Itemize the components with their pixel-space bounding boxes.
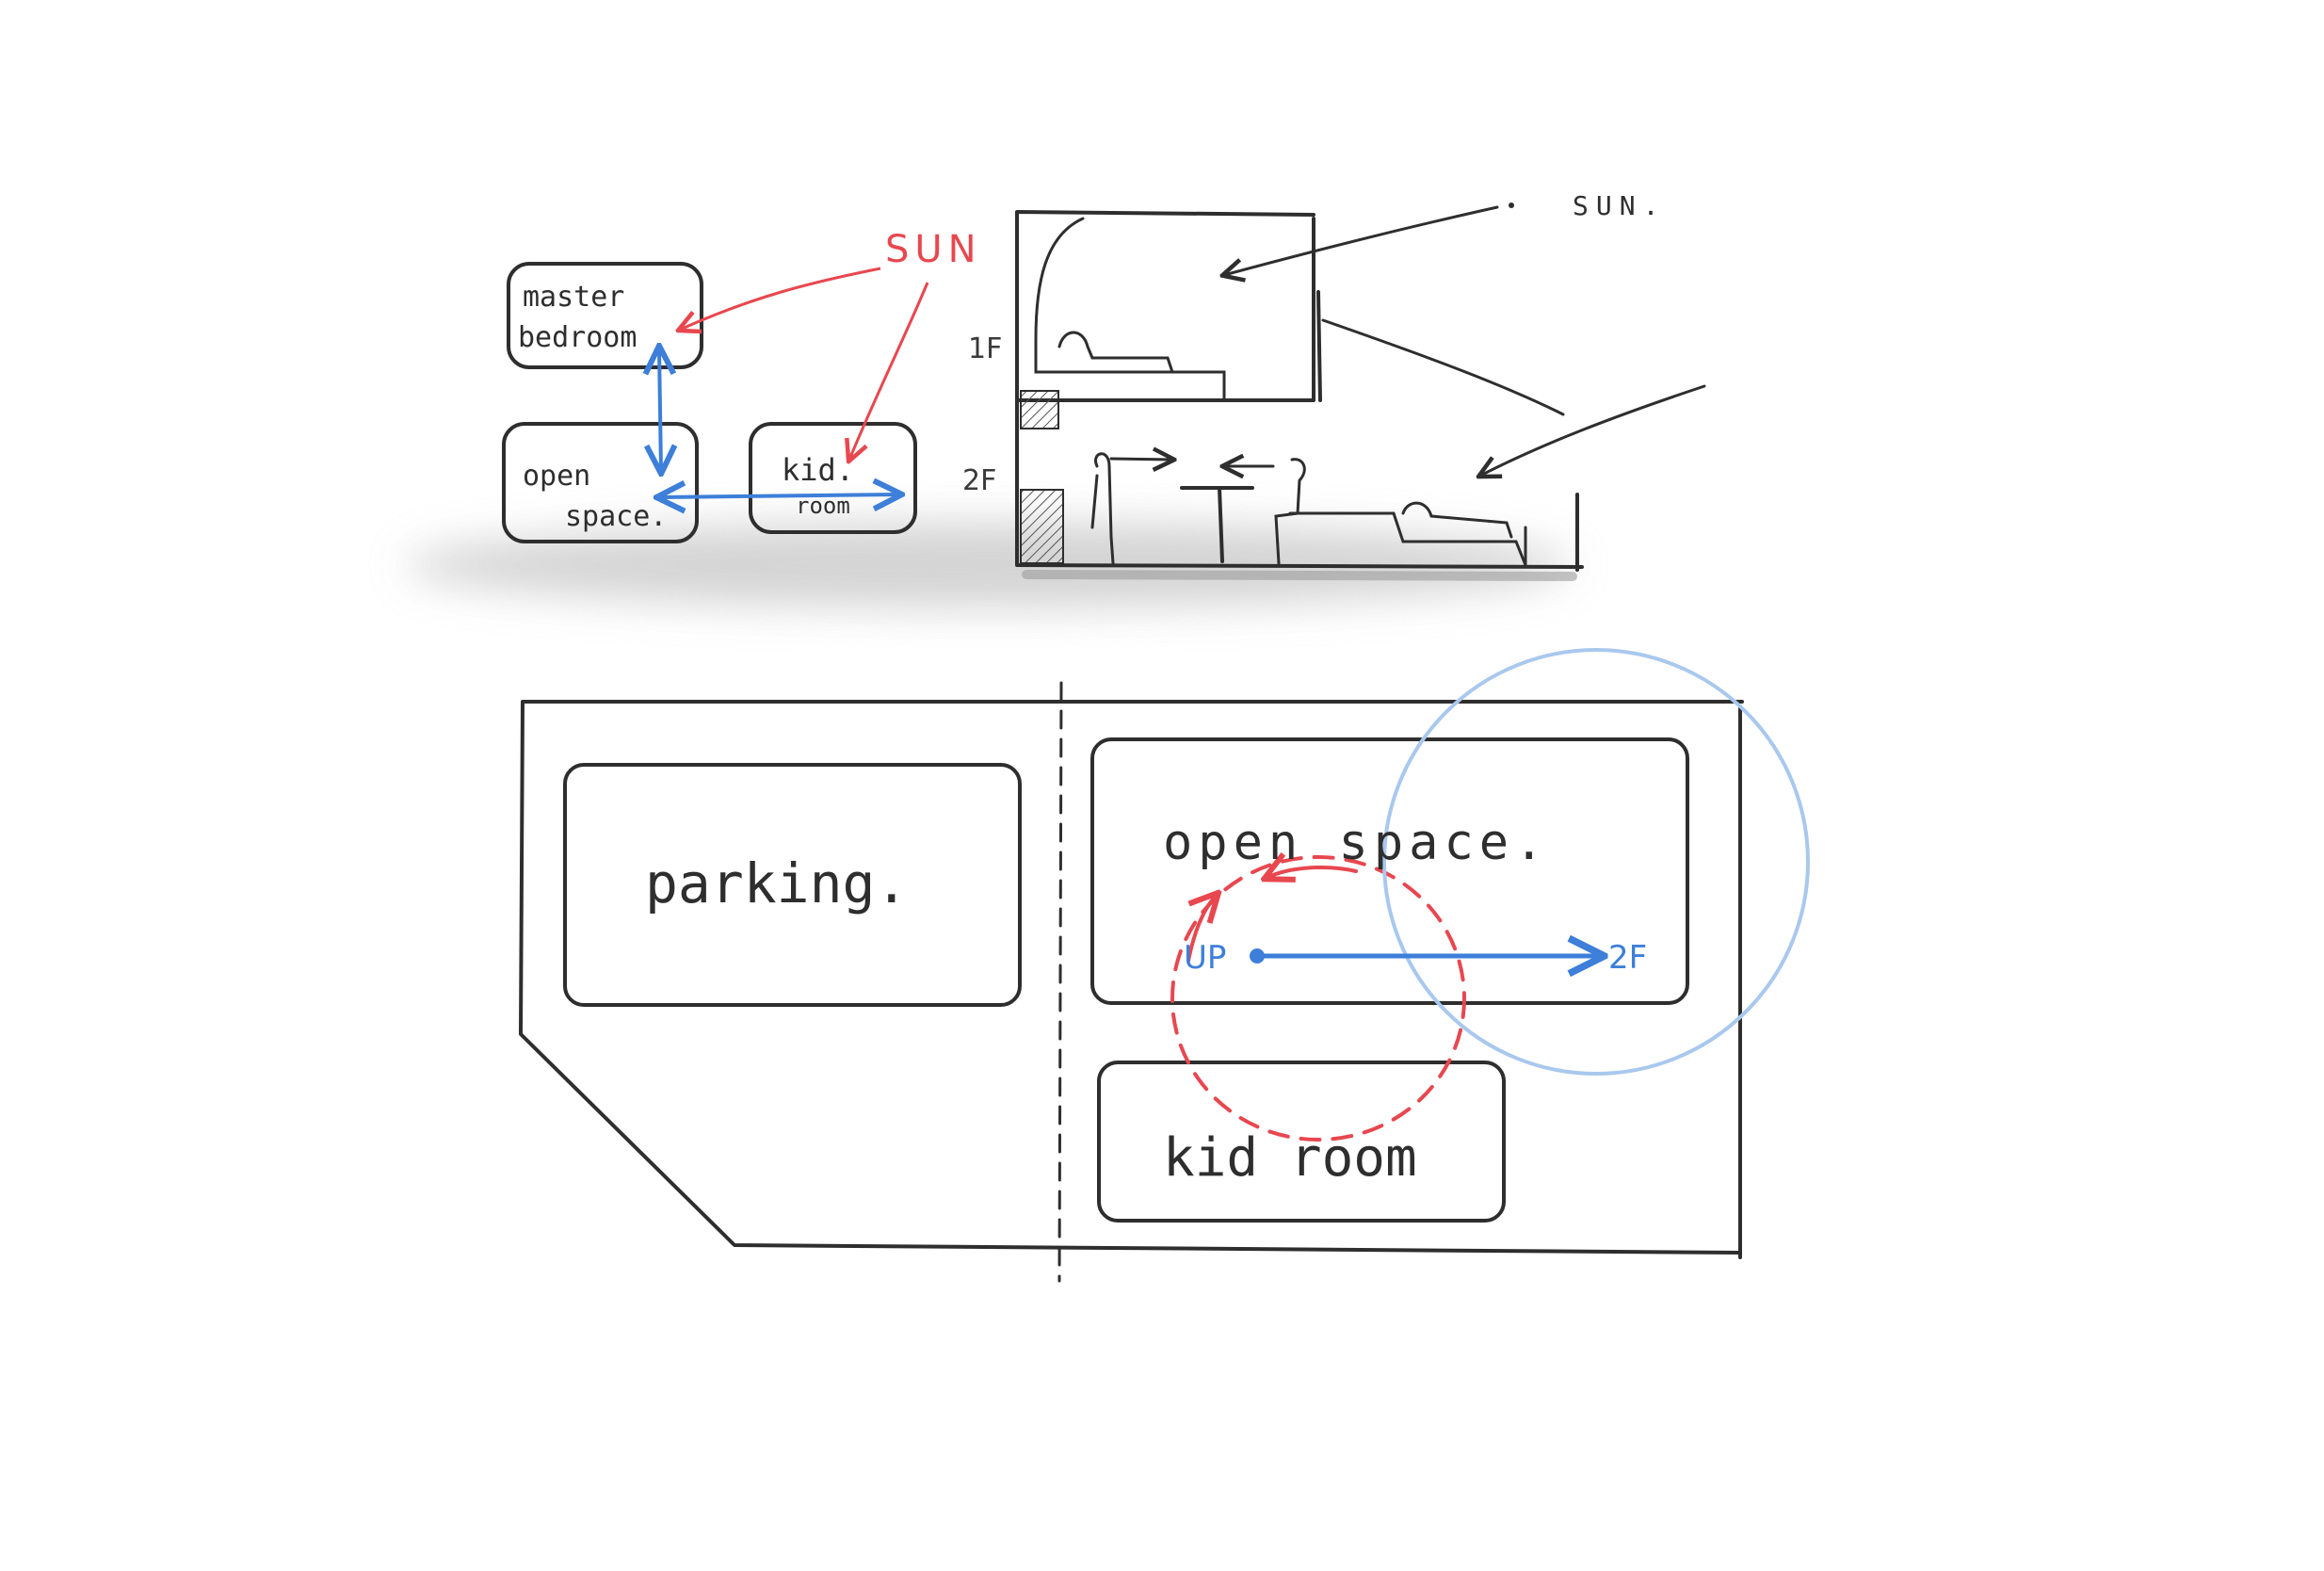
sun-dot [1509,202,1514,208]
stair-hatch-lower [1020,489,1064,564]
parking-room [563,763,1022,1007]
sun-arrow-to-kid [849,282,929,460]
lower-floor-shell [1015,398,1584,572]
circulation-arrow-up [1186,895,1217,963]
dining-table [1180,486,1254,563]
sunlight-circle [1382,648,1810,1076]
figure-seated [1274,458,1306,565]
circulation-arrow-left [1267,867,1358,878]
circulation-circle [1170,855,1466,1142]
master-bedroom-label-line1: master [523,281,624,314]
sunken-floor [1288,511,1527,567]
section-sun-label: SUN. [1573,190,1666,221]
site-boundary [519,700,1744,1259]
stair-2f-label: 2F [1608,939,1647,977]
ground-shadow [1022,570,1577,581]
kid-room-label-line1: kid. [782,452,854,488]
view-arrow-right [1109,459,1172,460]
upper-floor-shell [1015,210,1315,402]
parking-label: parking. [645,851,908,915]
floor-label-upper: 1F [968,332,1002,365]
figure-lying-upper [1057,331,1174,374]
open-space-label-line1: open [523,460,590,493]
open-space-label-line2: space. [565,500,667,533]
exterior-wall [1316,290,1322,402]
floor-label-lower: 2F [962,464,996,497]
open-space-room [1090,737,1689,1005]
roof-slope [1321,318,1565,416]
figure-lying-lower [1401,501,1513,539]
sun-ray-lower [1480,384,1706,476]
upper-interior-curve [1034,217,1226,402]
property-divider [1057,681,1063,1283]
stair-up-label: UP [1184,939,1226,977]
kid-room-room [1097,1061,1506,1223]
master-bedroom-label-line2: bedroom [518,321,637,354]
bubble-diagram: master bedroom open space. kid. room SUN [405,228,1573,607]
open-kid-link-arrow [659,494,899,497]
sun-ray-upper [1224,205,1499,275]
kid-room-bubble [749,422,917,534]
open-space-label: open space. [1163,815,1549,871]
stair-start-dot [1250,948,1265,964]
stair-hatch-upper [1020,390,1059,429]
floor-plan [519,648,1810,1283]
master-open-link-arrow [659,348,661,471]
section-drawing [1015,202,1706,581]
sun-label-red: SUN [885,228,982,271]
bubble-shadow [405,523,1573,607]
kid-room-label: kid room [1163,1127,1417,1189]
sun-arrow-to-master [680,267,881,330]
figure-standing [1090,452,1115,565]
